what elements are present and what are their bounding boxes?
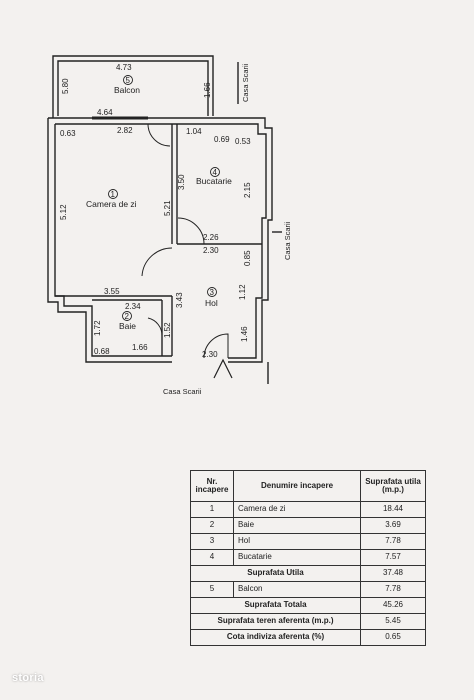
cell-area: 18.44 [360, 501, 426, 518]
dimension: 1.12 [238, 284, 247, 300]
watermark-logo: storia [12, 672, 44, 684]
dimension: 3.43 [175, 292, 184, 308]
cell-area: 3.69 [360, 517, 426, 534]
header-denumire: Denumire incapere [233, 470, 361, 502]
table-header-row: Nr. incapere Denumire incapere Suprafata… [190, 470, 426, 502]
cell-teren-value: 5.45 [360, 613, 426, 630]
dimension: 5.21 [163, 200, 172, 216]
door-swing [177, 217, 205, 245]
cell-cota-value: 0.65 [360, 629, 426, 646]
dimension: 2.30 [202, 350, 218, 359]
room-number-bucatarie: 4 [213, 168, 218, 177]
dimension: 2.34 [125, 302, 141, 311]
table-row: 1 Camera de zi 18.44 [190, 501, 426, 518]
cell-nr: 3 [190, 533, 234, 550]
cell-name: Camera de zi [233, 501, 361, 518]
table-row-teren: Suprafata teren aferenta (m.p.) 5.45 [190, 613, 426, 630]
dimension: 4.73 [116, 63, 132, 72]
cell-name: Balcon [233, 581, 361, 598]
cell-totala-label: Suprafata Totala [190, 597, 361, 614]
room-name-camera: Camera de zi [86, 199, 137, 209]
table-row-total-utila: Suprafata Utila 37.48 [190, 565, 426, 582]
dimension: 4.64 [97, 108, 113, 117]
cell-area: 7.78 [360, 533, 426, 550]
cell-cota-label: Cota indiviza aferenta (%) [190, 629, 361, 646]
cell-name: Hol [233, 533, 361, 550]
room-name-bucatarie: Bucatarie [196, 176, 232, 186]
area-table: Nr. incapere Denumire incapere Suprafata… [190, 470, 426, 646]
cell-area: 7.78 [360, 581, 426, 598]
header-nr: Nr. incapere [190, 470, 234, 502]
cell-utila-label: Suprafata Utila [190, 565, 361, 582]
dimension: 0.63 [60, 129, 76, 138]
dimension: 0.69 [214, 135, 230, 144]
floor-plan-drawing: 5 1 4 3 2 Balcon Camera de zi Bucatarie … [47, 55, 292, 396]
cell-area: 7.57 [360, 549, 426, 566]
room-number-hol: 3 [210, 288, 215, 297]
table-row: 4 Bucatarie 7.57 [190, 549, 426, 566]
exterior-wall-left [47, 118, 172, 363]
dimension: 0.68 [94, 347, 110, 356]
header-suprafata: Suprafata utila (m.p.) [360, 470, 426, 502]
stair-label-top: Casa Scarii [241, 63, 250, 102]
balcony-wall [52, 55, 214, 118]
dimension: 2.26 [203, 233, 219, 242]
exterior-wall-inner [55, 123, 267, 359]
stair-label-right: Casa Scarii [283, 221, 292, 260]
room-name-balcon: Balcon [114, 85, 140, 95]
table-row: 3 Hol 7.78 [190, 533, 426, 550]
entrance-arrow [213, 358, 233, 379]
cell-nr: 5 [190, 581, 234, 598]
exterior-wall [48, 117, 273, 363]
dimension: 2.82 [117, 126, 133, 135]
table-row: 5 Balcon 7.78 [190, 581, 426, 598]
dimension: 1.66 [203, 82, 212, 98]
dimension: 1.46 [240, 326, 249, 342]
dimension: 3.50 [177, 174, 186, 190]
cell-utila-value: 37.48 [360, 565, 426, 582]
dimension: 1.72 [93, 320, 102, 336]
table-row: 2 Baie 3.69 [190, 517, 426, 534]
cell-nr: 1 [190, 501, 234, 518]
room-number-baie: 2 [125, 312, 130, 321]
door-swing [147, 317, 163, 337]
cell-name: Bucatarie [233, 549, 361, 566]
dimension: 5.80 [61, 78, 70, 94]
balcony-wall-inner [57, 60, 209, 116]
door-swing [141, 247, 173, 277]
dimension: 1.04 [186, 127, 202, 136]
dimension: 3.55 [104, 287, 120, 296]
dimension: 1.66 [132, 343, 148, 352]
cell-teren-label: Suprafata teren aferenta (m.p.) [190, 613, 361, 630]
cell-name: Baie [233, 517, 361, 534]
cell-nr: 4 [190, 549, 234, 566]
table-row-total: Suprafata Totala 45.26 [190, 597, 426, 614]
dimension: 5.12 [59, 204, 68, 220]
dimension: 1.52 [163, 322, 172, 338]
table-row-cota: Cota indiviza aferenta (%) 0.65 [190, 629, 426, 646]
cell-totala-value: 45.26 [360, 597, 426, 614]
dimension: 0.53 [235, 137, 251, 146]
room-number-camera: 1 [111, 190, 116, 199]
door-swing [147, 123, 171, 147]
dimension: 2.15 [243, 182, 252, 198]
room-name-baie: Baie [119, 321, 136, 331]
dimension: 2.30 [203, 246, 219, 255]
stair-label-bottom: Casa Scarii [163, 387, 202, 396]
room-number-balcon: 5 [126, 76, 131, 85]
door-swing [203, 333, 229, 359]
room-name-hol: Hol [205, 298, 218, 308]
cell-nr: 2 [190, 517, 234, 534]
dimension: 0.85 [243, 250, 252, 266]
